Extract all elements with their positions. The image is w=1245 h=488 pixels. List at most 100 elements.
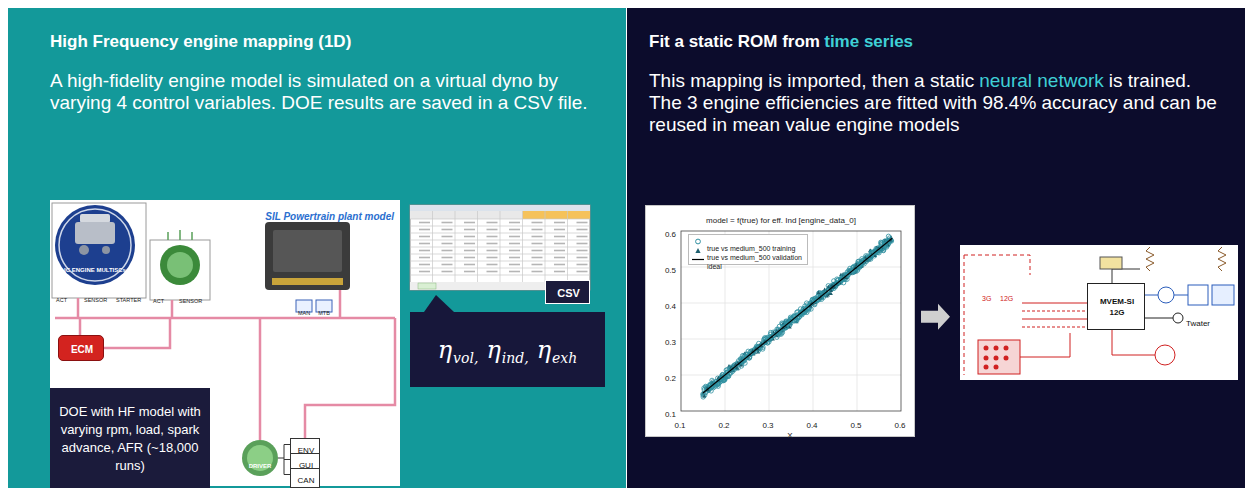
cell-value	[554, 222, 565, 224]
axis-tick: 0.1	[665, 410, 676, 419]
driver-wires	[278, 445, 290, 475]
training-point	[780, 322, 784, 326]
dot	[1004, 346, 1009, 351]
cell-value	[487, 229, 498, 231]
axis-tick: 0.5	[850, 421, 861, 430]
cell-value	[487, 264, 498, 266]
cell-value	[464, 250, 475, 252]
input-block	[978, 340, 1020, 374]
cell-value	[487, 243, 498, 245]
temperature-sensor	[1173, 313, 1183, 323]
cell-value	[532, 257, 543, 259]
text-group: ηvol,ηind,ηexh	[410, 335, 605, 365]
cell-value	[554, 257, 565, 259]
node-text: GUI	[299, 461, 313, 470]
label-holder: 0.3	[756, 415, 780, 431]
label-holder: 0.4	[800, 415, 824, 431]
cell-value	[554, 250, 565, 252]
axis-tick: 0.3	[762, 421, 773, 430]
cell-value	[419, 236, 430, 238]
spreadsheet-toolbar	[410, 205, 590, 211]
signal-box: CAN	[290, 468, 320, 488]
cell-value	[532, 250, 543, 252]
plot-frame	[681, 231, 901, 411]
text-group: 3G	[982, 287, 991, 305]
legend-sample	[692, 237, 704, 246]
dot	[984, 346, 989, 351]
node-text: High Frequency engine mapping (1D)	[50, 32, 351, 51]
driver-icon-core	[247, 445, 273, 471]
header-cells-highlight	[523, 211, 591, 219]
cell-value	[442, 257, 453, 259]
label-holder: 0.6	[644, 224, 676, 240]
block-label: MTB	[318, 310, 330, 316]
cell-value	[554, 264, 565, 266]
ecu-cover	[273, 230, 342, 272]
label-holder: SENSOR	[84, 289, 107, 305]
node-text: exh	[552, 350, 577, 366]
port-label: SENSOR	[179, 298, 202, 304]
cell-value	[442, 236, 453, 238]
text-group: CAN	[291, 469, 321, 487]
cell-value	[487, 257, 498, 259]
chart-legend: true vs medium_500 trainingtrue vs mediu…	[688, 234, 808, 265]
node-text: Fit a static ROM from	[649, 32, 820, 51]
driver-icon	[242, 440, 278, 476]
node-text: SIL Powertrain plant model	[265, 211, 394, 222]
axis-tick: 0.2	[718, 421, 729, 430]
text-group: ECM	[59, 339, 105, 357]
cell-value	[419, 264, 430, 266]
subsystem-block	[150, 240, 210, 300]
engine-block	[52, 203, 146, 298]
cell-value	[419, 250, 430, 252]
training-point	[701, 393, 705, 397]
actuator-symbol	[1155, 345, 1175, 365]
subsystem-icon	[160, 245, 200, 285]
block-arrow	[921, 304, 950, 330]
axis-tick: 0.2	[665, 374, 676, 383]
node-text: Twater	[1186, 319, 1210, 328]
component	[1100, 257, 1122, 269]
validation-point	[702, 394, 706, 398]
ideal-marker	[692, 259, 704, 260]
cell-value	[464, 271, 475, 273]
cell-value	[464, 222, 475, 224]
training-point	[879, 240, 883, 244]
spring-symbol	[1218, 247, 1226, 271]
cell-value	[577, 264, 588, 266]
left-panel: High Frequency engine mapping (1D)A high…	[8, 8, 626, 488]
cell-value	[419, 222, 430, 224]
label-holder: DRIVER	[240, 455, 280, 471]
engine-head	[80, 214, 110, 223]
node-text: 3G	[982, 295, 991, 302]
label-holder: 0.1	[644, 404, 676, 420]
label-holder: MAN	[296, 302, 312, 318]
text-group: model = f(true) for eff. Ind [engine_dat…	[646, 209, 916, 227]
cell-value	[509, 257, 520, 259]
label-holder: SENSOR	[179, 290, 202, 306]
engine-icon-ring	[59, 209, 131, 281]
cell-value	[577, 236, 588, 238]
signal-lines	[1022, 311, 1087, 327]
text-group: Twater	[1186, 312, 1210, 330]
label-holder: X	[784, 425, 796, 441]
axis-tick: 0.6	[665, 230, 676, 239]
port-label: STARTER	[116, 297, 141, 303]
axis-tick: 0.3	[665, 338, 676, 347]
cell-value	[464, 257, 475, 259]
grid-lines	[681, 231, 901, 411]
cell-value	[509, 229, 520, 231]
training-point	[879, 241, 883, 245]
cell-value	[554, 236, 565, 238]
icon-label: IC ENGINE MULTISCs	[64, 267, 126, 273]
dot	[994, 365, 999, 370]
cell-value	[532, 264, 543, 266]
label-holder: 0.6	[888, 415, 912, 431]
spreadsheet-cells	[419, 223, 588, 272]
header-cells	[410, 211, 523, 219]
cell-value	[442, 243, 453, 245]
node-text: vol,	[453, 350, 478, 366]
axis-tick: 0.5	[665, 266, 676, 275]
axis-tick: 0.6	[894, 421, 905, 430]
